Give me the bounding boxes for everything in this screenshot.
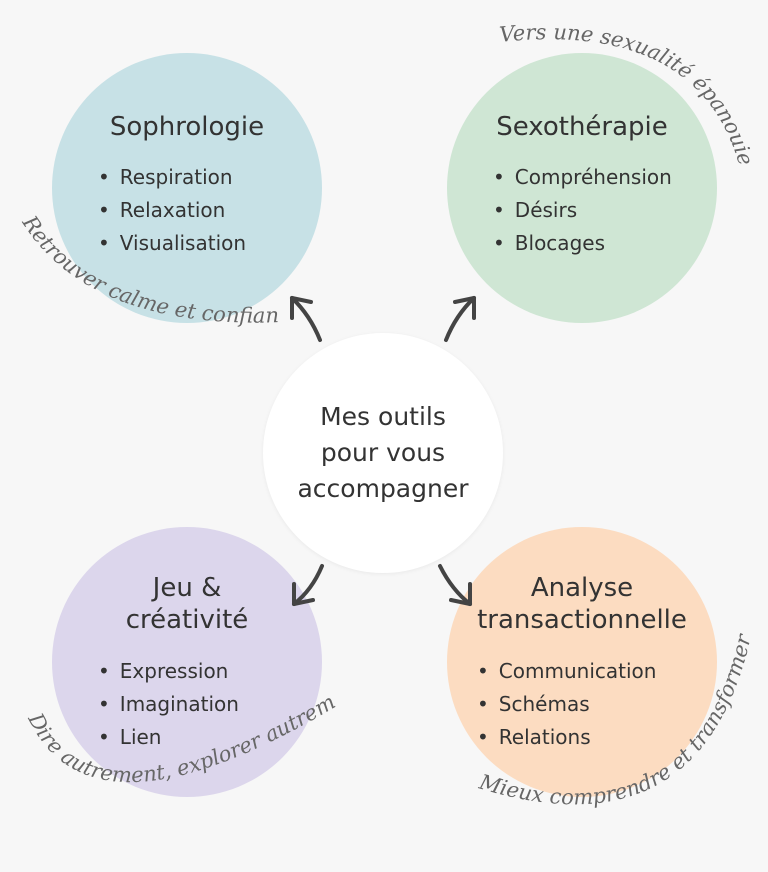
analyse-transactionnelle-list: Communication Schémas Relations — [477, 655, 657, 754]
list-item: Schémas — [477, 688, 656, 721]
sexotherapie-circle: Sexothérapie Compréhension Désirs Blocag… — [447, 53, 717, 323]
list-item: Relaxation — [98, 194, 246, 227]
arrow-bottom-left — [292, 564, 324, 606]
list-item: Visualisation — [98, 227, 246, 260]
list-item: Communication — [477, 655, 657, 688]
jeu-creativite-list: Expression Imagination Lien — [98, 655, 239, 754]
center-title: Mes outils pour vous accompagner — [263, 399, 503, 507]
analyse-transactionnelle-title: Analyse transactionnelle — [477, 573, 687, 635]
list-item: Désirs — [493, 194, 672, 227]
jeu-creativite-tagline: Dire autrement, explorer autrement — [0, 0, 339, 787]
center-circle: Mes outils pour vous accompagner — [263, 333, 503, 573]
list-item: Blocages — [493, 227, 672, 260]
center-line: pour vous — [320, 438, 446, 467]
jeu-creativite-circle: Jeu & créativité Expression Imagination … — [52, 527, 322, 797]
list-item: Compréhension — [493, 161, 672, 194]
list-item: Imagination — [98, 688, 239, 721]
sexotherapie-list: Compréhension Désirs Blocages — [493, 161, 672, 260]
sophrologie-list: Respiration Relaxation Visualisation — [98, 161, 246, 260]
sophrologie-tagline: Retrouver calme et confiance — [0, 0, 279, 328]
center-line: accompagner — [297, 474, 469, 503]
sophrologie-title: Sophrologie — [109, 112, 265, 142]
analyse-transactionnelle-tagline: Mieux comprendre et transformer — [476, 630, 756, 809]
arrow-top-left — [290, 296, 322, 342]
arrow-bottom-right — [438, 564, 472, 606]
sexotherapie-tagline: Vers une sexualité épanouie — [498, 20, 758, 168]
sophrologie-circle: Sophrologie Respiration Relaxation Visua… — [52, 53, 322, 323]
jeu-creativite-title: Jeu & créativité — [125, 573, 249, 635]
list-item: Expression — [98, 655, 239, 688]
list-item: Relations — [477, 721, 656, 754]
center-line: Mes outils — [320, 402, 446, 431]
sexotherapie-title: Sexothérapie — [496, 112, 668, 142]
arrow-top-right — [444, 296, 476, 342]
analyse-transactionnelle-circle: Analyse transactionnelle Communication S… — [447, 527, 717, 797]
list-item: Lien — [98, 721, 239, 754]
list-item: Respiration — [98, 161, 246, 194]
